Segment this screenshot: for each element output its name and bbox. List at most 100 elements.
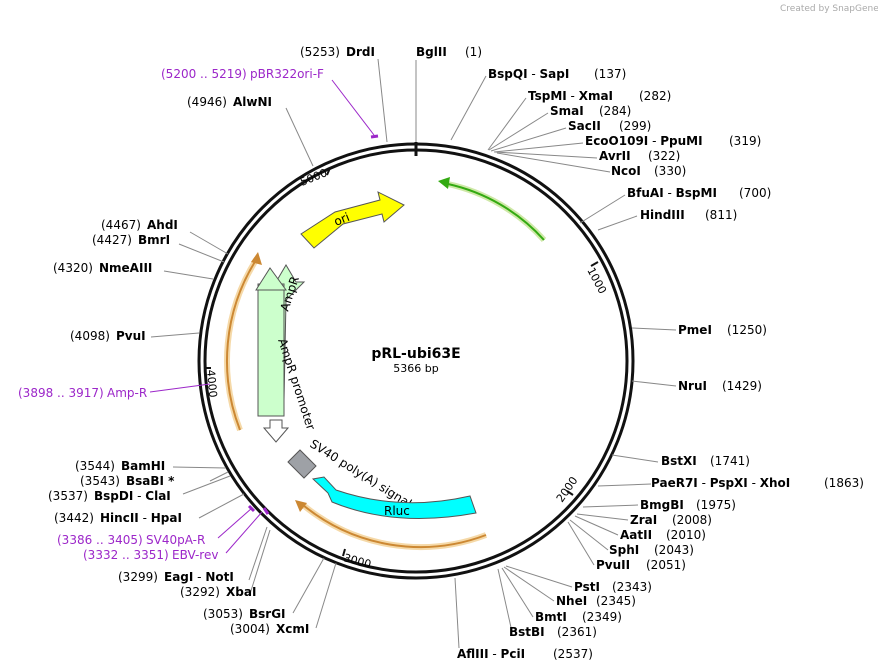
enzyme-ncoi[interactable]: NcoI (330)	[611, 164, 686, 178]
enzyme-position: (4427)	[92, 233, 132, 247]
enzyme-sphi[interactable]: SphI (2043)	[609, 543, 694, 557]
svg-text:EcoO109I - PpuMI: EcoO109I - PpuMI	[585, 134, 703, 148]
enzyme-position: (2361)	[557, 625, 597, 639]
enzyme-drdi[interactable]: (5253) DrdI	[300, 45, 375, 59]
primer-ebv-rev[interactable]: (3332 .. 3351) EBV-rev	[83, 507, 270, 562]
leader-sacii	[490, 127, 567, 152]
svg-text:BfuAI - BspMI: BfuAI - BspMI	[627, 186, 717, 200]
green-orf-halo	[447, 181, 547, 243]
enzyme-position: (3544)	[75, 459, 115, 473]
primer-pbr322ori-f[interactable]: (5200 .. 5219) pBR322ori-F	[161, 67, 379, 139]
enzyme-paer7i[interactable]: PaeR7I - PspXI - XhoI (1863)	[651, 476, 864, 490]
feature-orange-orf-1[interactable]	[224, 252, 262, 432]
enzyme-position: (1250)	[727, 323, 767, 337]
enzyme-pvui[interactable]: (4098) PvuI	[70, 329, 146, 343]
primer-mark	[247, 504, 256, 513]
enzyme-name: BmgBI	[640, 498, 684, 512]
enzyme-name: SphI	[609, 543, 639, 557]
enzyme-position: (299)	[619, 119, 651, 133]
sv40-polya-box	[287, 449, 317, 479]
enzyme-bglii[interactable]: BglII (1)	[416, 45, 482, 59]
feature-ori[interactable]: ori	[300, 191, 405, 249]
enzyme-name: AhdI	[147, 218, 178, 232]
leader-bamhi	[172, 466, 227, 469]
enzyme-position: (700)	[739, 186, 771, 200]
primer-name: pBR322ori-F	[250, 67, 324, 81]
enzyme-bfuai[interactable]: BfuAI - BspMI (700)	[627, 186, 771, 200]
enzyme-name: AlwNI	[233, 95, 272, 109]
enzyme-name-2: PspXI	[710, 476, 748, 490]
primer-sv40pa-r[interactable]: (3386 .. 3405) SV40pA-R	[57, 504, 256, 547]
tick-1000-mark	[590, 261, 599, 267]
leader-nrui	[631, 380, 677, 387]
enzyme-position: (5253)	[300, 45, 340, 59]
enzyme-hindiii[interactable]: HindIII (811)	[640, 208, 737, 222]
leader-ecoo109i	[493, 142, 584, 153]
enzyme-bspqi[interactable]: BspQI - SapI (137)	[488, 67, 626, 81]
enzyme-xbai[interactable]: (3292) XbaI	[180, 585, 256, 599]
enzyme-pmei[interactable]: PmeI (1250)	[678, 323, 767, 337]
enzyme-sacii[interactable]: SacII (299)	[568, 119, 651, 133]
tick-5000-label: 5000	[298, 166, 329, 189]
enzyme-bspdi[interactable]: (3537) BspDI - ClaI	[48, 489, 171, 503]
enzyme-bmgbi[interactable]: BmgBI (1975)	[640, 498, 736, 512]
svg-text:BspDI - ClaI: BspDI - ClaI	[94, 489, 171, 503]
enzyme-leaders-left	[150, 58, 388, 629]
enzyme-nhei[interactable]: NheI (2345)	[556, 594, 636, 608]
enzyme-afliii[interactable]: AflIII - PciI (2537)	[457, 647, 593, 661]
leader-bsrgi	[292, 557, 325, 614]
enzyme-smai[interactable]: SmaI (284)	[550, 104, 631, 118]
feature-ampr[interactable]: AmpR	[255, 264, 306, 417]
enzyme-name: BstBI	[509, 625, 545, 639]
enzyme-bstxi[interactable]: BstXI (1741)	[661, 454, 750, 468]
enzyme-bmti[interactable]: BmtI (2349)	[535, 610, 622, 624]
enzyme-bsabi[interactable]: (3543) BsaBI *	[80, 474, 175, 488]
feature-green-orf[interactable]	[438, 177, 547, 243]
plasmid-name: pRL-ubi63E	[371, 346, 460, 362]
svg-text:EagI - NotI: EagI - NotI	[164, 570, 234, 584]
enzyme-name: BsrGI	[249, 607, 286, 621]
svg-text:AflIII - PciI: AflIII - PciI	[457, 647, 525, 661]
enzyme-name: BsaBI *	[126, 474, 175, 488]
leader-afliii	[454, 577, 460, 649]
enzyme-bmri[interactable]: (4427) BmrI	[92, 233, 170, 247]
enzyme-pvuii[interactable]: PvuII (2051)	[596, 558, 686, 572]
enzyme-psti[interactable]: PstI (2343)	[574, 580, 652, 594]
enzyme-avrii[interactable]: AvrII (322)	[599, 149, 680, 163]
enzyme-position: (1)	[465, 45, 482, 59]
enzyme-ecoo109i[interactable]: EcoO109I - PpuMI (319)	[585, 134, 761, 148]
enzyme-name: PvuI	[116, 329, 146, 343]
enzyme-name: EagI	[164, 570, 193, 584]
ampr-promoter-arrow	[262, 419, 290, 443]
enzyme-name: NcoI	[611, 164, 641, 178]
primer-amp-r[interactable]: (3898 .. 3917) Amp-R	[18, 383, 211, 400]
enzyme-xcmi[interactable]: (3004) XcmI	[230, 622, 309, 636]
feature-rluc[interactable]: Rluc	[311, 476, 477, 519]
enzyme-zrai[interactable]: ZraI (2008)	[630, 513, 712, 527]
enzyme-ahdi[interactable]: (4467) AhdI	[101, 218, 178, 232]
enzyme-position: (2537)	[553, 647, 593, 661]
feature-orange-orf-2[interactable]	[295, 500, 488, 551]
leader-bmri	[178, 243, 225, 263]
leader-smai	[488, 112, 549, 151]
enzyme-eagi[interactable]: (3299) EagI - NotI	[118, 570, 234, 584]
enzyme-position: (284)	[599, 104, 631, 118]
leader-paer7i	[597, 483, 652, 487]
enzyme-name: AvrII	[599, 149, 631, 163]
enzyme-bstbi[interactable]: BstBI (2361)	[509, 625, 597, 639]
enzyme-bsrgi[interactable]: (3053) BsrGI	[203, 607, 286, 621]
leader-sphi	[569, 519, 609, 551]
enzyme-name-2: BspMI	[676, 186, 717, 200]
enzyme-tspmi[interactable]: TspMI - XmaI (282)	[528, 89, 671, 103]
enzyme-hincii[interactable]: (3442) HincII - HpaI	[54, 511, 182, 525]
enzyme-position: (811)	[705, 208, 737, 222]
enzyme-aatii[interactable]: AatII (2010)	[620, 528, 706, 542]
enzyme-alwni[interactable]: (4946) AlwNI	[187, 95, 272, 109]
enzyme-name: BmtI	[535, 610, 567, 624]
enzyme-nmeaiii[interactable]: (4320) NmeAIII	[53, 261, 152, 275]
enzyme-name: NruI	[678, 379, 707, 393]
enzyme-name-3: XhoI	[760, 476, 791, 490]
enzyme-name-2: HpaI	[151, 511, 182, 525]
enzyme-nrui[interactable]: NruI (1429)	[678, 379, 762, 393]
enzyme-bamhi[interactable]: (3544) BamHI	[75, 459, 165, 473]
